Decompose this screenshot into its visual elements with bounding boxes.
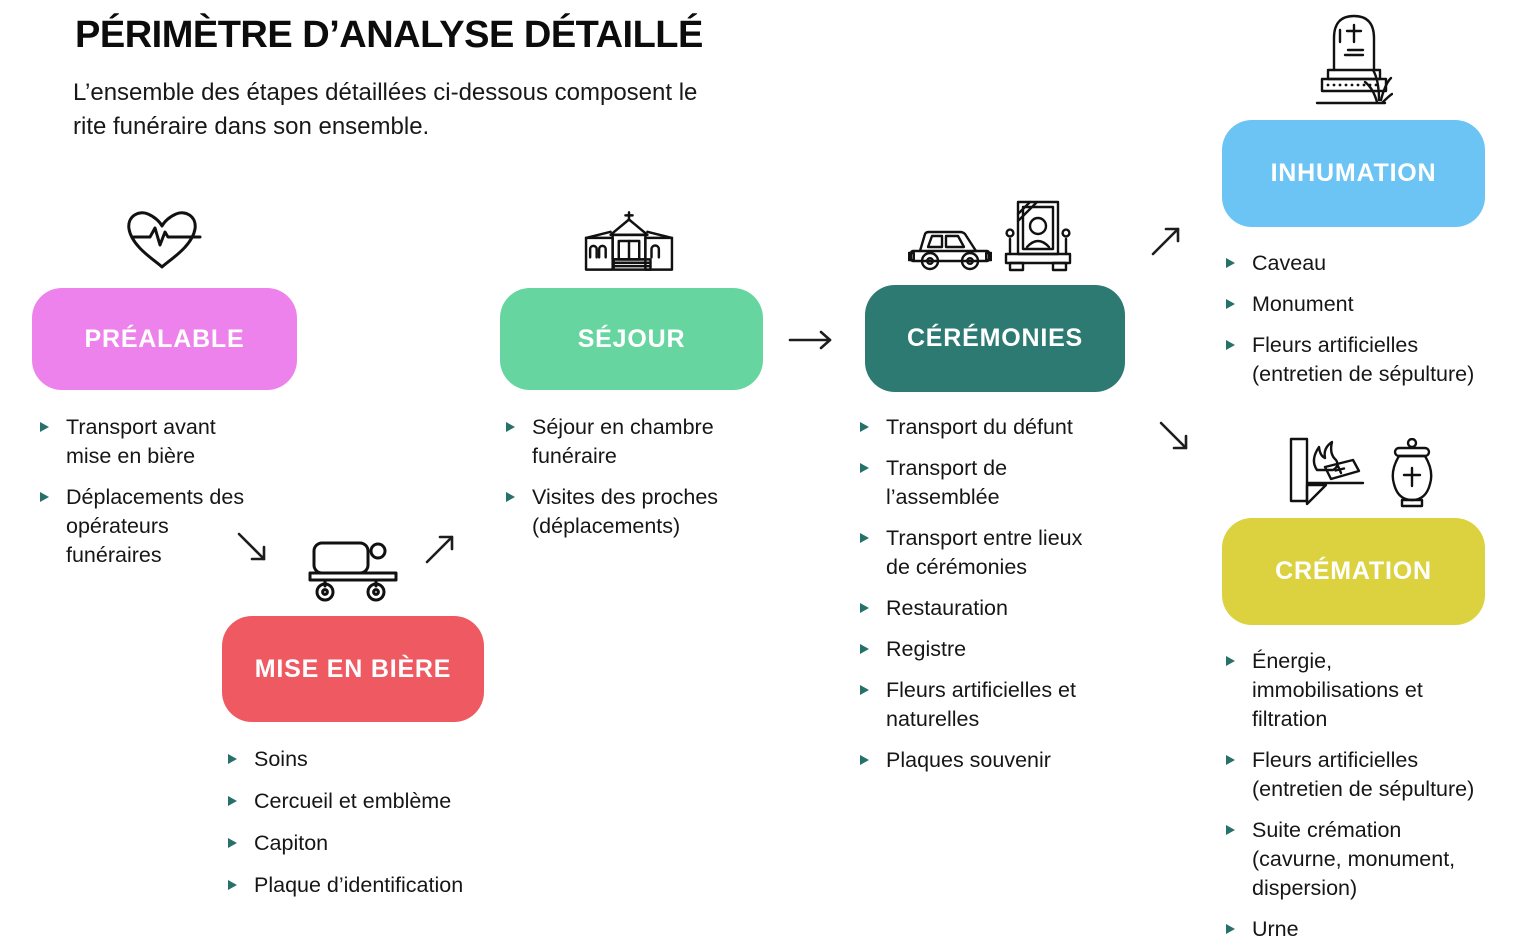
- memorial-portrait-icon: [1000, 200, 1076, 272]
- cremation-oven-icon: [1283, 436, 1367, 516]
- bullet-triangle-icon: [506, 492, 515, 502]
- arrow-ceremonies-to-inhumation: [1150, 221, 1186, 257]
- mise-en-biere-list: Soins Cercueil et emblème Capiton Plaque…: [228, 745, 518, 900]
- list-item: Transport de l’assemblée: [860, 454, 1120, 512]
- list-item: Cercueil et emblème: [228, 787, 518, 816]
- list-item: Caveau: [1226, 249, 1516, 278]
- bullet-triangle-icon: [1226, 825, 1235, 835]
- list-item: Urne: [1226, 915, 1516, 944]
- list-item: Suite crémation (cavurne, monument, disp…: [1226, 816, 1516, 903]
- arrow-sejour-to-ceremonies: [788, 327, 834, 353]
- tombstone-icon: [1315, 8, 1393, 108]
- list-item: Énergie, immobilisations et filtration: [1226, 647, 1516, 734]
- bullet-triangle-icon: [40, 422, 49, 432]
- bullet-triangle-icon: [1226, 755, 1235, 765]
- bullet-triangle-icon: [228, 880, 237, 890]
- arrow-mise-en-biere-to-sejour: [424, 529, 460, 565]
- list-item: Transport du défunt: [860, 413, 1120, 442]
- list-item: Transport entre lieux de cérémonies: [860, 524, 1120, 582]
- stage-pill-sejour: SÉJOUR: [500, 288, 763, 390]
- bullet-triangle-icon: [228, 754, 237, 764]
- list-item: Restauration: [860, 594, 1120, 623]
- bullet-triangle-icon: [860, 533, 869, 543]
- list-item: Soins: [228, 745, 518, 774]
- heart-pulse-icon: [122, 206, 202, 274]
- bullet-triangle-icon: [1226, 258, 1235, 268]
- stage-pill-prealable: PRÉALABLE: [32, 288, 297, 390]
- urn-icon: [1383, 438, 1441, 512]
- bullet-triangle-icon: [860, 685, 869, 695]
- stretcher-icon: [308, 538, 400, 602]
- list-item: Fleurs artificielles (entretien de sépul…: [1226, 331, 1516, 389]
- stage-pill-inhumation: INHUMATION: [1222, 120, 1485, 227]
- bullet-triangle-icon: [228, 838, 237, 848]
- list-item: Monument: [1226, 290, 1516, 319]
- stage-pill-mise-en-biere: MISE EN BIÈRE: [222, 616, 484, 722]
- stage-pill-ceremonies: CÉRÉMONIES: [865, 285, 1125, 392]
- list-item: Fleurs artificielles (entretien de sépul…: [1226, 746, 1516, 804]
- list-item: Capiton: [228, 829, 518, 858]
- bullet-triangle-icon: [506, 422, 515, 432]
- prealable-list: Transport avant mise en bière Déplacemen…: [40, 413, 275, 570]
- bullet-triangle-icon: [1226, 924, 1235, 934]
- bullet-triangle-icon: [860, 422, 869, 432]
- bullet-triangle-icon: [860, 603, 869, 613]
- list-item: Plaques souvenir: [860, 746, 1120, 775]
- bullet-triangle-icon: [860, 463, 869, 473]
- sejour-list: Séjour en chambre funéraire Visites des …: [506, 413, 756, 541]
- list-item: Plaque d’identification: [228, 871, 518, 900]
- bullet-triangle-icon: [1226, 656, 1235, 666]
- arrow-ceremonies-to-cremation: [1158, 420, 1194, 456]
- arrow-prealable-to-mise-en-biere: [236, 531, 272, 567]
- funeral-home-icon: [584, 210, 674, 274]
- bullet-triangle-icon: [860, 755, 869, 765]
- list-item: Registre: [860, 635, 1120, 664]
- stage-pill-cremation: CRÉMATION: [1222, 518, 1485, 625]
- list-item: Fleurs artificielles et naturelles: [860, 676, 1120, 734]
- page-subtitle: L’ensemble des étapes détaillées ci-dess…: [73, 79, 698, 140]
- bullet-triangle-icon: [1226, 340, 1235, 350]
- bullet-triangle-icon: [1226, 299, 1235, 309]
- page-title: PÉRIMÈTRE D’ANALYSE DÉTAILLÉ: [75, 14, 703, 56]
- list-item: Visites des proches (déplacements): [506, 483, 756, 541]
- list-item: Transport avant mise en bière: [40, 413, 275, 471]
- hearse-icon: [908, 224, 992, 272]
- bullet-triangle-icon: [860, 644, 869, 654]
- list-item: Séjour en chambre funéraire: [506, 413, 756, 471]
- inhumation-list: Caveau Monument Fleurs artificielles (en…: [1226, 249, 1516, 389]
- list-item: Déplacements des opérateurs funéraires: [40, 483, 275, 570]
- cremation-list: Énergie, immobilisations et filtration F…: [1226, 647, 1516, 944]
- bullet-triangle-icon: [228, 796, 237, 806]
- bullet-triangle-icon: [40, 492, 49, 502]
- ceremonies-list: Transport du défunt Transport de l’assem…: [860, 413, 1120, 775]
